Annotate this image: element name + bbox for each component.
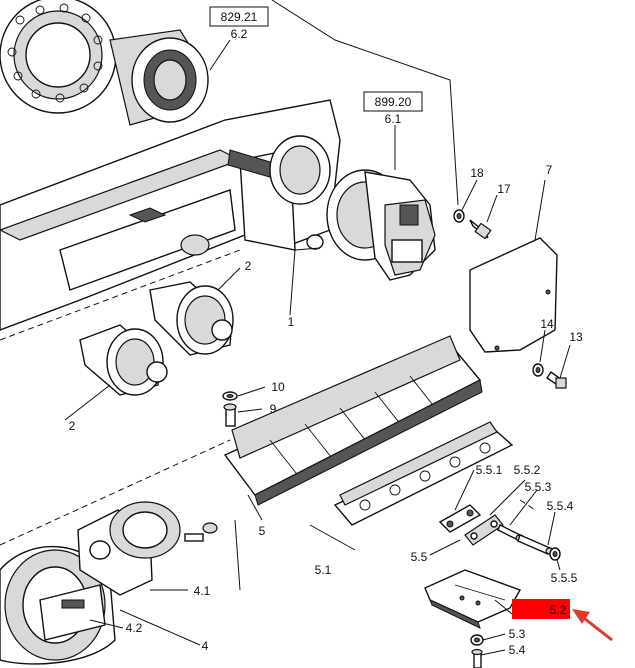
track-shoe-5-2 [424, 569, 522, 629]
callout-17: 17 [497, 182, 511, 196]
callout-18: 18 [470, 166, 484, 180]
tension-spring-4-1 [77, 501, 218, 596]
idler-wheel [0, 545, 116, 665]
track-frame [0, 99, 341, 331]
callout-5-5-2: 5.5.2 [514, 463, 541, 477]
nut-5-3 [470, 634, 484, 646]
washer-10 [222, 391, 238, 401]
washer-18 [453, 209, 465, 223]
callout-5-5-1: 5.5.1 [476, 463, 503, 477]
callout-5-1: 5.1 [315, 563, 332, 577]
callout-4: 4 [202, 639, 209, 653]
callout-13: 13 [569, 330, 583, 344]
reference-box-899: 899.20 6.1 [363, 91, 423, 126]
callout-4-2: 4.2 [126, 621, 143, 635]
ref-899-top: 899.20 [375, 95, 412, 109]
callout-labels: 18 17 7 2 1 14 13 10 9 2 5.5.1 5.5.2 5.5… [69, 163, 583, 657]
callout-5-5: 5.5 [411, 550, 428, 564]
callout-5-5-3: 5.5.3 [525, 480, 552, 494]
chain-link-5-5-1 [438, 504, 482, 533]
callout-5-5-4: 5.5.4 [547, 499, 574, 513]
leader-lines [64, 0, 571, 656]
track-chain [333, 421, 514, 526]
callout-5-4: 5.4 [509, 643, 526, 657]
sprocket-wheel [0, 0, 209, 126]
cover-plate [469, 237, 558, 353]
callout-7: 7 [546, 163, 553, 177]
callout-5-2: 5.2 [550, 603, 567, 617]
callout-2-upper: 2 [245, 259, 252, 273]
pointer-arrow-icon [572, 609, 613, 642]
bolt-13 [546, 371, 568, 389]
track-roller-lower [79, 324, 168, 396]
ref-829-bottom: 6.2 [231, 27, 248, 41]
highlighted-callout-5-2[interactable]: 5.2 [512, 599, 570, 619]
ring-5-5-5 [549, 547, 561, 561]
callout-5-5-5: 5.5.5 [551, 571, 578, 585]
track-assembly [223, 335, 483, 506]
callout-10: 10 [271, 380, 285, 394]
chain-link-5-5-2 [464, 514, 504, 546]
callout-9: 9 [270, 402, 277, 416]
bolt-17 [469, 219, 492, 240]
reference-box-829: 829.21 6.2 [209, 6, 269, 41]
track-roller-upper [149, 281, 234, 356]
drive-motor [326, 169, 436, 281]
ref-899-bottom: 6.1 [385, 112, 402, 126]
callout-14: 14 [540, 317, 554, 331]
callout-5-3: 5.3 [509, 627, 526, 641]
dashed-guides [0, 249, 536, 546]
washer-14 [532, 363, 544, 377]
callout-2-lower: 2 [69, 419, 76, 433]
bolt-9 [223, 403, 237, 427]
callout-1: 1 [288, 315, 295, 329]
callout-5: 5 [259, 524, 266, 538]
ref-829-top: 829.21 [221, 10, 258, 24]
callout-4-1: 4.1 [194, 584, 211, 598]
bolt-5-4 [471, 648, 483, 668]
